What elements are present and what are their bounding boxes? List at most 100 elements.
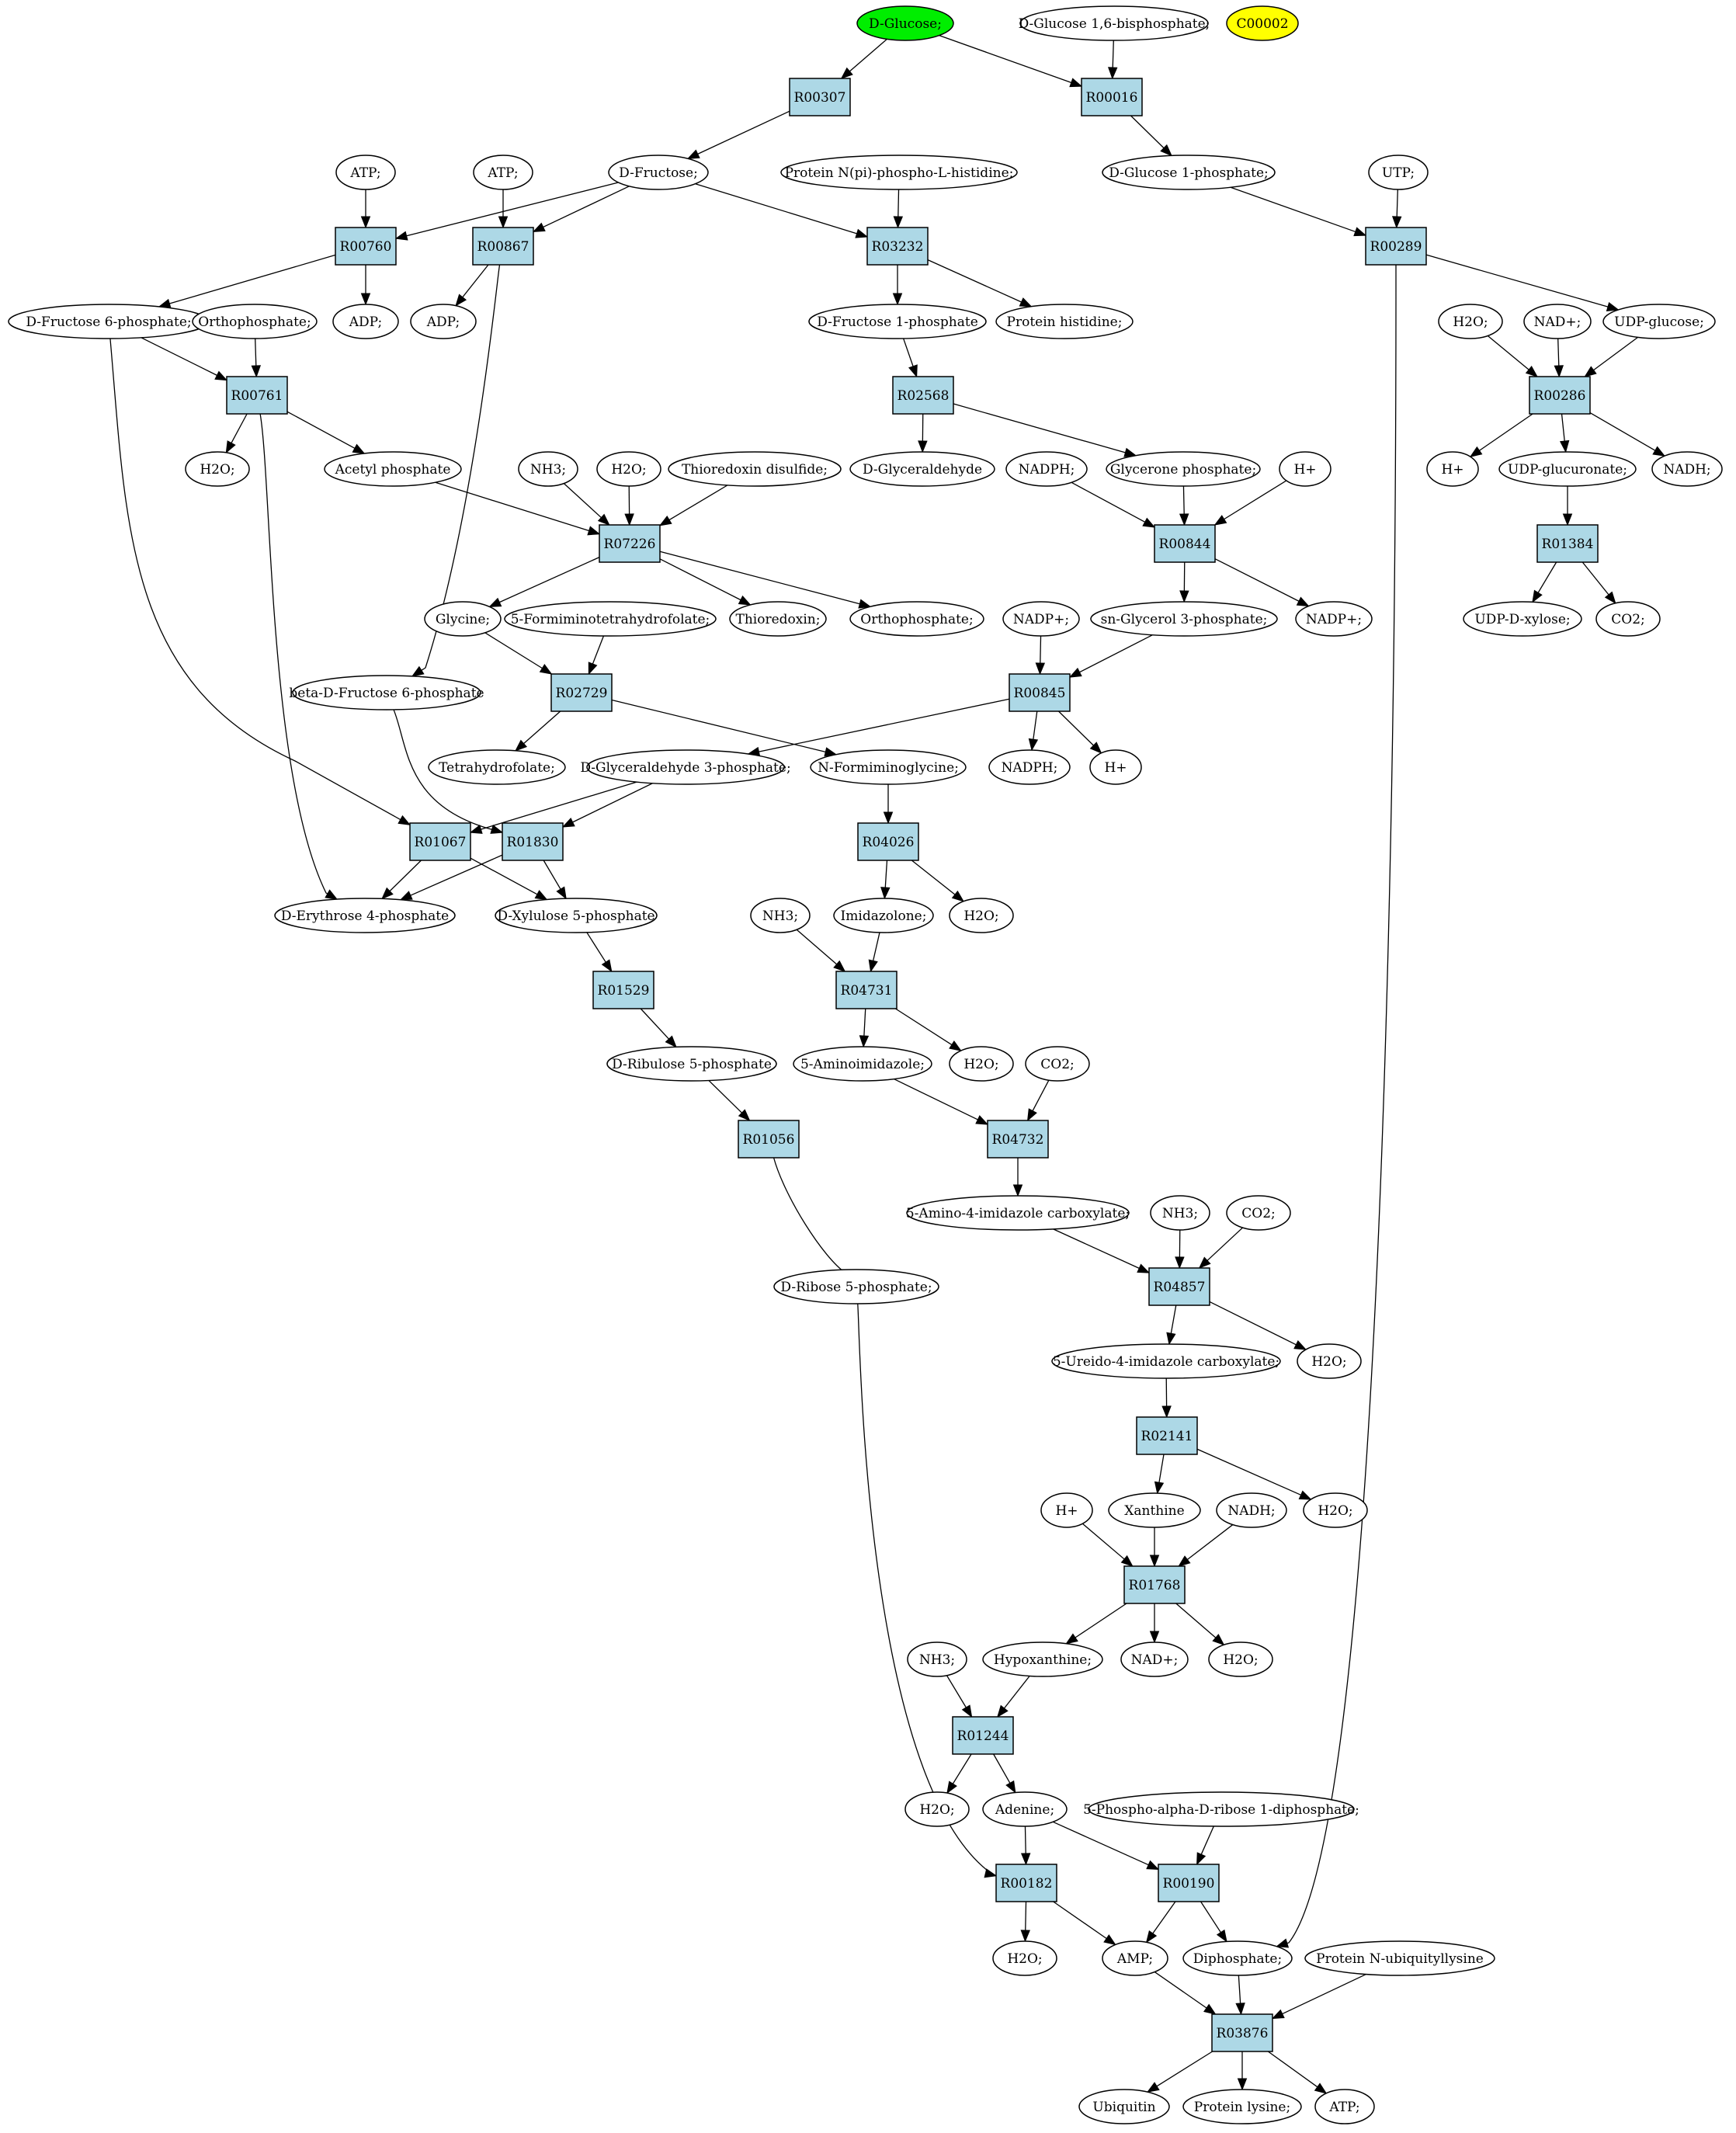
metabolite-node-adp2[interactable]: ADP;	[410, 304, 477, 339]
reaction-node-r02729[interactable]: R02729	[550, 673, 613, 712]
reaction-node-r07226[interactable]: R07226	[599, 524, 661, 563]
reaction-node-r01384[interactable]: R01384	[1536, 524, 1599, 563]
metabolite-node-co2_a[interactable]: CO2;	[1595, 601, 1661, 637]
metabolite-node-dhap[interactable]: Glycerone phosphate;	[1106, 451, 1261, 487]
reaction-node-r01830[interactable]: R01830	[502, 822, 564, 861]
metabolite-node-trxss[interactable]: Thioredoxin disulfide;	[668, 451, 842, 487]
metabolite-node-nh3_b[interactable]: NH3;	[750, 898, 811, 933]
metabolite-node-adp1[interactable]: ADP;	[332, 304, 399, 339]
metabolite-node-hplus_d[interactable]: H+	[1040, 1492, 1093, 1528]
metabolite-node-xanthine[interactable]: Xanthine	[1108, 1492, 1201, 1528]
metabolite-node-hplus_b[interactable]: H+	[1426, 451, 1479, 487]
metabolite-node-trx[interactable]: Thioredoxin;	[729, 601, 827, 637]
metabolite-node-prothis[interactable]: Protein histidine;	[995, 304, 1134, 339]
metabolite-node-udpxyl[interactable]: UDP-D-xylose;	[1463, 601, 1582, 637]
metabolite-node-glycine[interactable]: Glycine;	[424, 601, 502, 637]
metabolite-node-co2_c[interactable]: CO2;	[1226, 1195, 1291, 1231]
metabolite-node-nadpplus_b[interactable]: NADP+;	[1295, 601, 1373, 637]
reaction-node-r00289[interactable]: R00289	[1365, 227, 1427, 266]
reaction-node-r00845[interactable]: R00845	[1009, 673, 1071, 712]
metabolite-node-nadplus_b[interactable]: NAD+;	[1120, 1641, 1189, 1677]
metabolite-node-glyald[interactable]: D-Glyceraldehyde	[849, 451, 995, 487]
metabolite-node-ru5p[interactable]: D-Ribulose 5-phosphate	[606, 1046, 777, 1082]
reaction-node-r00761[interactable]: R00761	[226, 376, 288, 415]
metabolite-node-co2_b[interactable]: CO2;	[1025, 1046, 1090, 1082]
metabolite-node-hplus_a[interactable]: H+	[1279, 451, 1332, 487]
metabolite-node-atp2[interactable]: ATP;	[473, 155, 533, 190]
metabolite-node-prpp[interactable]: 5-Phospho-alpha-D-ribose 1-diphosphate;	[1083, 1791, 1359, 1827]
reaction-node-r04731[interactable]: R04731	[835, 971, 898, 1009]
metabolite-node-ubiquitin[interactable]: Ubiquitin	[1078, 2089, 1170, 2124]
reaction-node-r04026[interactable]: R04026	[857, 822, 919, 861]
metabolite-node-protlys[interactable]: Protein lysine;	[1182, 2089, 1302, 2124]
metabolite-node-protnpi[interactable]: Protein N(pi)-phospho-L-histidine;	[780, 155, 1018, 190]
metabolite-node-fthf[interactable]: 5-Formiminotetrahydrofolate;	[504, 601, 717, 637]
metabolite-node-imidazolone[interactable]: Imidazolone;	[833, 898, 934, 933]
reaction-node-r00844[interactable]: R00844	[1154, 524, 1216, 563]
metabolite-node-aic[interactable]: 5-Amino-4-imidazole carboxylate;	[906, 1195, 1130, 1231]
reaction-node-r00867[interactable]: R00867	[472, 227, 534, 266]
metabolite-node-adenine[interactable]: Adenine;	[982, 1791, 1068, 1827]
metabolite-node-nadh_b[interactable]: NADH;	[1216, 1492, 1287, 1528]
metabolite-node-c00002[interactable]: C00002	[1226, 5, 1299, 41]
metabolite-node-nadp_a[interactable]: NAD+;	[1523, 304, 1592, 339]
metabolite-node-atp1[interactable]: ATP;	[335, 155, 396, 190]
metabolite-node-glc16bp[interactable]: D-Glucose 1,6-bisphosphate;	[1019, 5, 1210, 41]
metabolite-node-h2o_c[interactable]: H2O;	[596, 451, 661, 487]
metabolite-node-udpglc[interactable]: UDP-glucose;	[1602, 304, 1716, 339]
reaction-node-r02141[interactable]: R02141	[1136, 1416, 1198, 1455]
metabolite-node-aminoimid[interactable]: 5-Aminoimidazole;	[793, 1046, 932, 1082]
metabolite-node-figly[interactable]: N-Formiminoglycine;	[810, 749, 967, 785]
metabolite-node-h2o_e[interactable]: H2O;	[949, 1046, 1014, 1082]
metabolite-node-h2o_f[interactable]: H2O;	[1297, 1343, 1362, 1379]
metabolite-node-f6p[interactable]: D-Fructose 6-phosphate;	[8, 304, 210, 339]
metabolite-node-atp3[interactable]: ATP;	[1314, 2089, 1375, 2124]
metabolite-node-h2o_h[interactable]: H2O;	[1208, 1641, 1273, 1677]
metabolite-node-fructose[interactable]: D-Fructose;	[608, 155, 709, 190]
reaction-node-r01067[interactable]: R01067	[409, 822, 471, 861]
metabolite-node-nadpplus_a[interactable]: NADP+;	[1002, 601, 1080, 637]
metabolite-node-utp[interactable]: UTP;	[1368, 155, 1429, 190]
metabolite-node-r5p[interactable]: D-Ribose 5-phosphate;	[773, 1269, 939, 1304]
metabolite-node-h2o_i[interactable]: H2O;	[904, 1791, 970, 1827]
metabolite-node-g3p[interactable]: sn-Glycerol 3-phosphate;	[1090, 601, 1278, 637]
metabolite-node-udpglcA[interactable]: UDP-glucuronate;	[1498, 451, 1637, 487]
reaction-node-r00760[interactable]: R00760	[335, 227, 397, 266]
metabolite-node-uic[interactable]: 5-Ureido-4-imidazole carboxylate;	[1051, 1343, 1281, 1379]
metabolite-node-h2o_a[interactable]: H2O;	[1438, 304, 1503, 339]
metabolite-node-acetylp[interactable]: Acetyl phosphate	[324, 451, 462, 487]
metabolite-node-nh3_d[interactable]: NH3;	[907, 1641, 967, 1677]
metabolite-node-nh3_c[interactable]: NH3;	[1150, 1195, 1210, 1231]
metabolite-node-nadh_a[interactable]: NADH;	[1651, 451, 1723, 487]
metabolite-node-g1p[interactable]: D-Glucose 1-phosphate;	[1102, 155, 1276, 190]
metabolite-node-h2o_j[interactable]: H2O;	[992, 1940, 1057, 1976]
metabolite-node-h2o_b[interactable]: H2O;	[185, 451, 250, 487]
metabolite-node-nadph_b[interactable]: NADPH;	[988, 749, 1071, 785]
reaction-node-r03876[interactable]: R03876	[1211, 2013, 1273, 2052]
metabolite-node-hplus_c[interactable]: H+	[1089, 749, 1142, 785]
reaction-node-r04857[interactable]: R04857	[1148, 1267, 1210, 1306]
metabolite-node-thf[interactable]: Tetrahydrofolate;	[428, 749, 566, 785]
metabolite-node-nh3_a[interactable]: NH3;	[518, 451, 578, 487]
metabolite-node-nadph_a[interactable]: NADPH;	[1005, 451, 1088, 487]
metabolite-node-gap[interactable]: D-Glyceraldehyde 3-phosphate;	[580, 749, 791, 785]
reaction-node-r01768[interactable]: R01768	[1123, 1565, 1186, 1604]
reaction-node-r00307[interactable]: R00307	[789, 78, 851, 116]
metabolite-node-hypox[interactable]: Hypoxanthine;	[982, 1641, 1103, 1677]
metabolite-node-e4p[interactable]: D-Erythrose 4-phosphate	[274, 898, 456, 933]
reaction-node-r00016[interactable]: R00016	[1081, 78, 1143, 116]
reaction-node-r00286[interactable]: R00286	[1529, 376, 1591, 415]
metabolite-node-orthop2[interactable]: Orthophosphate;	[849, 601, 984, 637]
metabolite-node-amp[interactable]: AMP;	[1102, 1940, 1168, 1976]
reaction-node-r02568[interactable]: R02568	[892, 376, 954, 415]
metabolite-node-bf6p[interactable]: beta-D-Fructose 6-phosphate	[289, 675, 484, 710]
metabolite-node-orthop1[interactable]: Orthophosphate;	[192, 304, 318, 339]
reaction-node-r04732[interactable]: R04732	[987, 1120, 1049, 1159]
metabolite-node-diphos[interactable]: Diphosphate;	[1182, 1940, 1293, 1976]
reaction-node-r01056[interactable]: R01056	[738, 1120, 800, 1159]
metabolite-node-f1p[interactable]: D-Fructose 1-phosphate	[808, 304, 987, 339]
reaction-node-r00190[interactable]: R00190	[1158, 1864, 1220, 1902]
metabolite-node-glucose[interactable]: D-Glucose;	[856, 5, 954, 41]
metabolite-node-protubl[interactable]: Protein N-ubiquityllysine	[1304, 1940, 1495, 1976]
reaction-node-r00182[interactable]: R00182	[995, 1864, 1057, 1902]
